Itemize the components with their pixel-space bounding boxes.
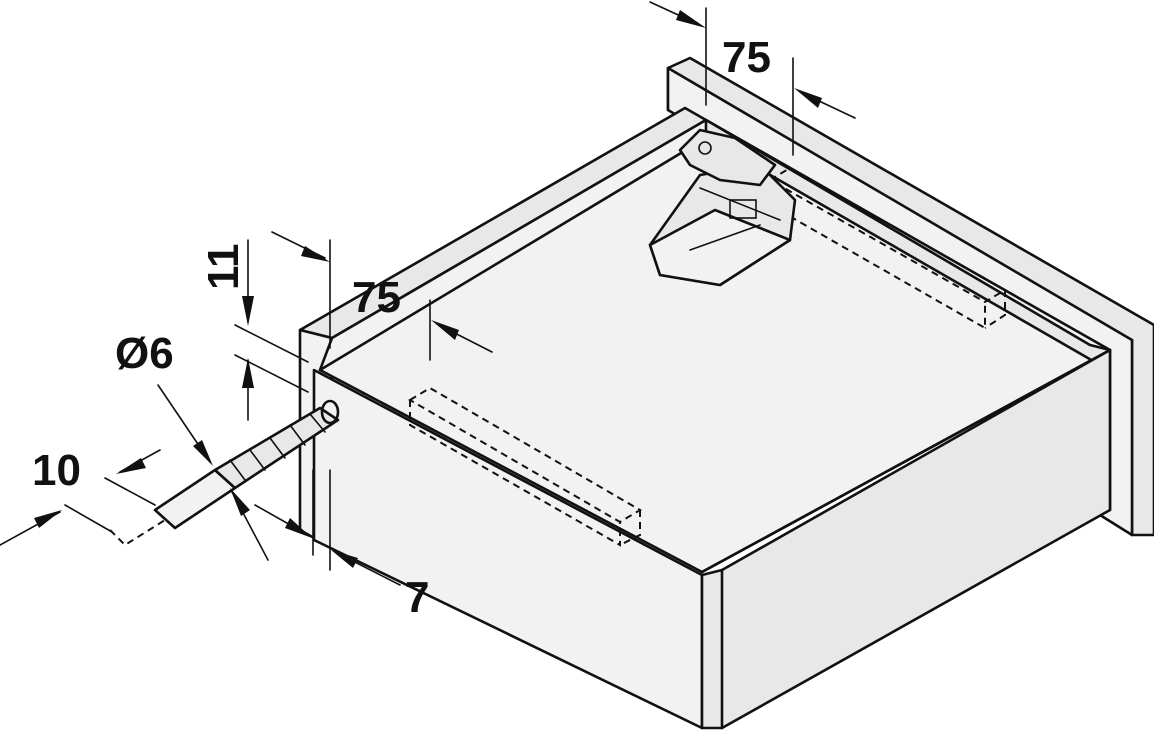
dim-depth-10: 10 bbox=[32, 446, 81, 495]
drawer-front-panel bbox=[312, 348, 1112, 730]
dim-edge-7: 7 bbox=[405, 573, 429, 622]
drill-bit bbox=[109, 399, 340, 547]
dim-rear-75: 75 bbox=[722, 33, 771, 82]
hidden-runner-front bbox=[408, 386, 642, 547]
dimension-lines bbox=[0, 1, 856, 586]
locking-device-clip bbox=[648, 128, 797, 287]
dim-diameter-6: Ø6 bbox=[115, 329, 174, 378]
drawer-rim bbox=[318, 136, 1112, 574]
dim-front-75: 75 bbox=[352, 273, 401, 322]
dim-vertical-11: 11 bbox=[199, 243, 248, 290]
